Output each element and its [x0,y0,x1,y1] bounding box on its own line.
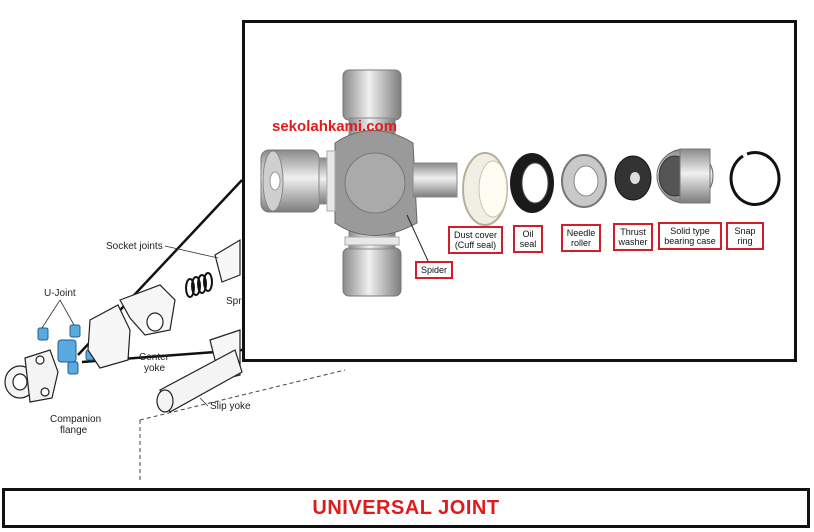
spider-drawing [260,69,458,297]
dust-cover-drawing [462,152,508,226]
slip-yoke-label: Slip yoke [210,401,251,412]
bearing-case-drawing [656,148,714,204]
snap-ring-label: Snap ring [726,222,764,250]
spring-label: Spr [226,296,242,307]
snap-ring-drawing [729,151,781,206]
spring-drawing [185,272,213,298]
socket-joints-label: Socket joints [106,241,163,252]
watermark-text: sekolahkami.com [272,118,398,135]
u-joint-drawing [37,324,99,375]
dust-cover-label: Dust cover (Cuff seal) [448,226,503,254]
title-bar: UNIVERSAL JOINT [2,488,810,528]
companion-flange-label-line2: flange [60,425,88,436]
thrust-washer-label: Thrust washer [613,223,653,251]
u-joint-detail-inset: sekolahkami.com Spider Dust cover (Cuff … [242,20,797,362]
u-joint-label: U-Joint [44,288,76,299]
companion-flange-drawing [4,349,59,403]
spider-label: Spider [415,261,453,279]
thrust-washer-drawing [614,155,652,201]
page-title: UNIVERSAL JOINT [312,496,500,519]
slip-yoke-drawing [156,349,243,413]
oil-seal-drawing [510,153,554,213]
bearing-case-label: Solid type bearing case [658,222,722,250]
center-yoke-label-line2: yoke [144,363,166,374]
needle-roller-label: Needle roller [561,224,601,252]
companion-flange-label-line1: Companion [50,414,102,425]
center-yoke-label-line1: Center [139,352,170,363]
u-joint-parts-drawing [260,69,781,297]
oil-seal-label: Oil seal [513,225,543,253]
needle-roller-drawing [561,154,607,208]
